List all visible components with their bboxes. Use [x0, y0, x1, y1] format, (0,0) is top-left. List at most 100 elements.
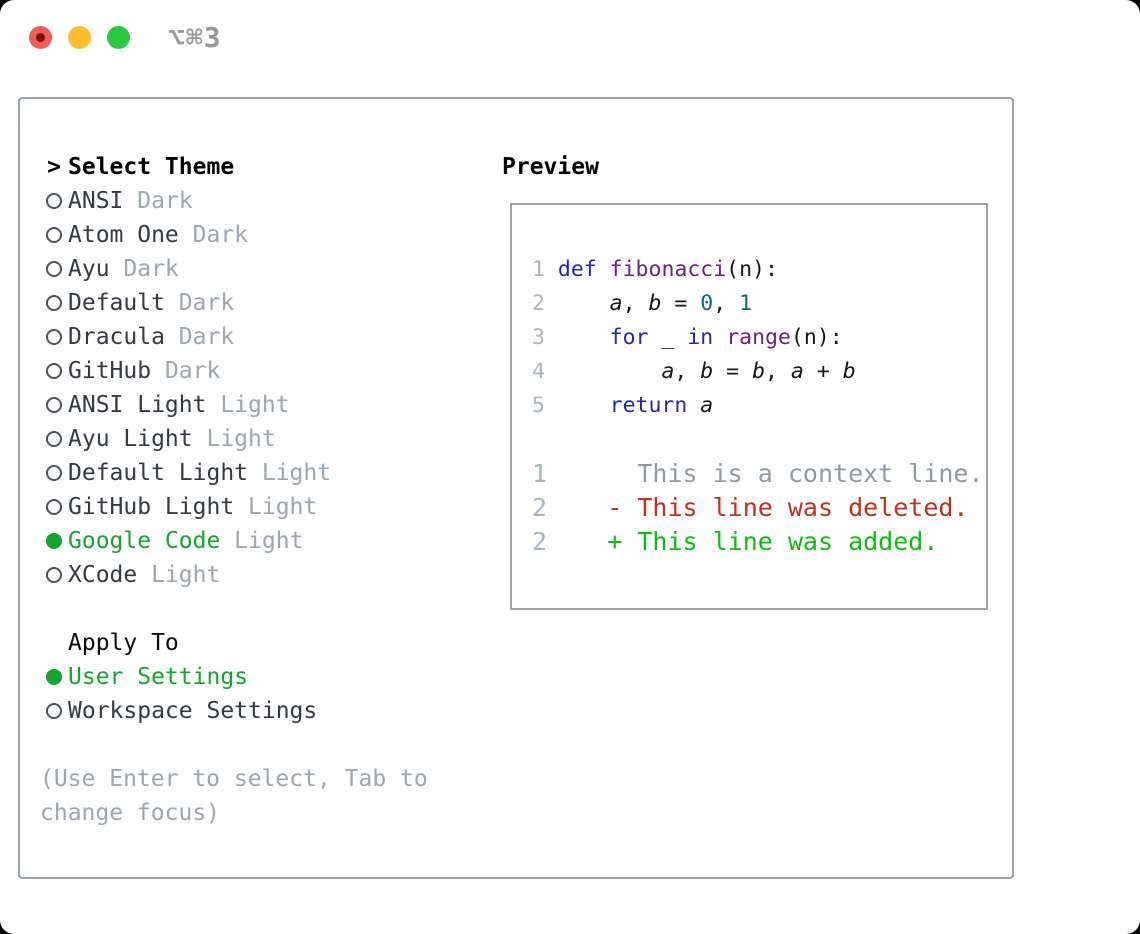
token-plain: (n):: [790, 324, 843, 350]
theme-name: Atom One: [68, 222, 179, 248]
prompt-icon: >: [47, 154, 61, 180]
theme-name: GitHub: [68, 358, 152, 384]
radio-icon: [46, 261, 62, 277]
radio-icon: [46, 703, 62, 719]
diff-text: + This line was added.: [607, 526, 939, 556]
code-line: 2 a, b = 0, 1: [532, 286, 986, 320]
select-theme-header: > Select Theme: [40, 150, 480, 184]
theme-option-default[interactable]: Default Dark: [40, 286, 480, 320]
theme-name: Workspace Settings: [68, 698, 318, 724]
diff-line-added: 2 + This line was added.: [532, 524, 986, 558]
theme-variant: Light: [206, 392, 290, 418]
zoom-button[interactable]: [107, 26, 130, 49]
diff-text: This is a context line.: [607, 458, 984, 488]
theme-variant: Light: [137, 562, 221, 588]
help-text-wrap: (Use Enter to select, Tab to change focu…: [40, 762, 480, 830]
token-plain: [687, 393, 700, 418]
radio-selected-icon: [46, 669, 62, 685]
apply-to-label: Apply To: [68, 630, 179, 656]
theme-option-atom-one[interactable]: Atom One Dark: [40, 218, 480, 252]
line-number: 1: [532, 458, 548, 488]
theme-option-ansi-light[interactable]: ANSI Light Light: [40, 388, 480, 422]
window-title: ⌥⌘3: [168, 21, 222, 54]
theme-name: Google Code: [68, 528, 221, 554]
line-number: 3: [532, 324, 545, 350]
theme-variant: Dark: [178, 222, 249, 248]
token-variable: a: [700, 392, 714, 418]
theme-option-ayu-light[interactable]: Ayu Light Light: [40, 422, 480, 456]
radio-icon: [46, 363, 62, 379]
theme-option-ayu[interactable]: Ayu Dark: [40, 252, 480, 286]
theme-name: Default: [68, 290, 165, 316]
line-number: 4: [532, 358, 545, 384]
code-line: 4 a, b = b, a + b: [532, 354, 986, 388]
token-plain: ,: [674, 358, 701, 384]
token-keyword: for: [609, 324, 649, 350]
close-button[interactable]: [29, 26, 52, 49]
theme-option-workspace-settings[interactable]: Workspace Settings: [40, 694, 480, 728]
token-keyword: return: [609, 392, 688, 418]
radio-selected-icon: [46, 533, 62, 549]
theme-option-xcode[interactable]: XCode Light: [40, 558, 480, 592]
token-keyword: def: [557, 256, 597, 282]
line-number: 2: [532, 492, 548, 522]
spacer: [40, 592, 480, 626]
theme-option-default-light[interactable]: Default Light Light: [40, 456, 480, 490]
diff-line-context: 1 This is a context line.: [532, 456, 986, 490]
token-plain: ,: [765, 358, 791, 384]
diff-line-deleted: 2 - This line was deleted.: [532, 490, 986, 524]
theme-name: Dracula: [68, 324, 165, 350]
token-keyword: in: [687, 324, 714, 350]
select-theme-label: Select Theme: [68, 154, 235, 180]
line-number: 1: [532, 256, 545, 282]
theme-option-github[interactable]: GitHub Dark: [40, 354, 480, 388]
theme-variant: Dark: [123, 188, 193, 214]
theme-variant: Light: [234, 494, 318, 520]
diff-preview: 1 This is a context line.2- This line wa…: [532, 456, 986, 558]
theme-option-user-settings[interactable]: User Settings: [40, 660, 480, 694]
token-plain: [597, 257, 610, 282]
radio-icon: [46, 329, 62, 345]
radio-icon: [46, 227, 62, 243]
token-variable: b: [752, 358, 766, 384]
token-variable: a: [790, 358, 804, 384]
blank-line: [532, 422, 986, 456]
theme-variant: Light: [248, 460, 332, 486]
radio-icon: [46, 567, 62, 583]
theme-name: Ayu: [68, 256, 110, 282]
theme-option-github-light[interactable]: GitHub Light Light: [40, 490, 480, 524]
theme-variant: Dark: [109, 256, 179, 282]
theme-name: Default Light: [68, 460, 249, 486]
token-plain: ,: [713, 290, 740, 316]
theme-option-ansi[interactable]: ANSI Dark: [40, 184, 480, 218]
code-line: 5 return a: [532, 388, 986, 422]
token-variable: a: [609, 290, 623, 316]
token-plain: ,: [622, 290, 649, 316]
theme-option-google-code[interactable]: Google Code Light: [40, 524, 480, 558]
token-plain: [558, 393, 610, 418]
token-number: 1: [739, 290, 753, 316]
theme-option-dracula[interactable]: Dracula Dark: [40, 320, 480, 354]
diff-text: - This line was deleted.: [607, 492, 969, 522]
title-bar: ⌥⌘3: [0, 0, 1140, 75]
line-number: 5: [532, 392, 545, 418]
theme-name: User Settings: [68, 664, 249, 690]
token-plain: +: [803, 358, 843, 384]
theme-variant: Light: [220, 528, 304, 554]
token-plain: =: [713, 358, 753, 384]
minimize-button[interactable]: [68, 26, 91, 49]
line-number: 2: [532, 526, 548, 556]
token-plain: _: [648, 324, 688, 350]
radio-icon: [46, 295, 62, 311]
theme-name: XCode: [68, 562, 138, 588]
theme-name: ANSI Light: [68, 392, 207, 418]
token-variable: b: [648, 290, 662, 316]
token-plain: [558, 291, 610, 316]
